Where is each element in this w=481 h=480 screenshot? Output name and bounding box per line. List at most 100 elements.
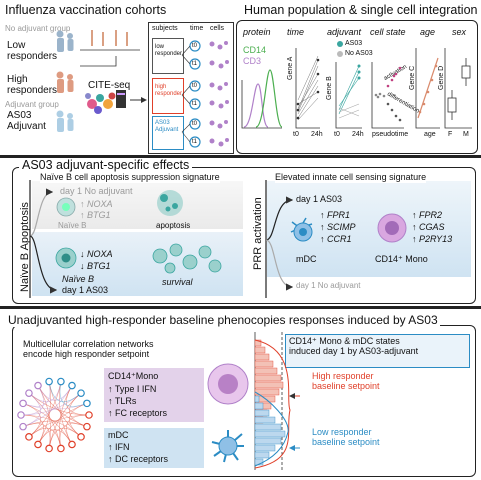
network-node [83, 399, 91, 408]
effects-title: AS03 adjuvant-specific effects [19, 158, 193, 172]
naive-b-label: Naïve B [62, 274, 95, 284]
network-edge [48, 381, 82, 403]
naive-b-grey-label: Naïve B [58, 221, 87, 230]
network-node [77, 433, 85, 441]
histogram-bar-low [254, 395, 260, 403]
mono-icon [377, 213, 407, 243]
fpr2: ↑ FPR2 [412, 210, 443, 220]
mono-label: CD14⁺ Mono [375, 254, 428, 264]
mono-box [104, 368, 204, 422]
network-node [19, 399, 27, 408]
survival-label: survival [162, 277, 193, 287]
apoptosis-label: apoptosis [156, 221, 191, 230]
high-tag: high responder [155, 84, 183, 97]
t1-as03: t1 [192, 139, 198, 145]
network-node [25, 389, 33, 397]
down-noxa: ↓ NOXA [80, 249, 113, 259]
network-node [85, 411, 93, 419]
low-subject-box [152, 38, 184, 74]
mdc-label: mDC [296, 254, 317, 264]
network-node [45, 377, 53, 386]
col-time: time [190, 25, 204, 32]
down-btg1: ↓ BTG1 [80, 261, 111, 271]
as03-adjuvant-label: AS03 Adjuvant [7, 110, 46, 132]
r-day1-noadj-label: day 1 No adjuvant [296, 281, 361, 290]
up-btg1-grey: ↑ BTG1 [80, 210, 111, 220]
network-edge [22, 392, 41, 427]
network-node [68, 381, 76, 390]
mono-item-1: ↑ Type I IFN [108, 384, 157, 394]
sex-m: M [463, 131, 469, 138]
network-edge [37, 385, 73, 401]
t0-low: t0 [192, 43, 198, 49]
histogram-bar-high [254, 360, 274, 368]
mdc-item-1: ↑ IFN [108, 442, 130, 452]
sex-f: F [448, 131, 453, 138]
network-edge [69, 392, 88, 427]
p2ry13: ↑ P2RY13 [412, 234, 453, 244]
low-responders-label: Low responders [7, 40, 58, 62]
as03-tag: AS03 Adjuvant [155, 120, 179, 133]
col-cells: cells [210, 25, 225, 32]
histogram-bar-high [254, 367, 278, 375]
up-noxa-grey: ↑ NOXA [80, 199, 113, 209]
network-node [17, 411, 25, 419]
as03-subject-box [152, 116, 184, 150]
histogram-bar-low [254, 409, 270, 417]
histogram-bar-high [254, 381, 284, 389]
mono-item-3: ↑ FC receptors [108, 408, 168, 418]
high-subject-box [152, 78, 184, 114]
histogram-bar-high [254, 374, 282, 382]
integration-title: Human population & single cell integrati… [244, 3, 478, 17]
adjuvant-group-label: Adjuvant group [5, 100, 59, 109]
right-title: Elevated innate cell sensing signature [275, 172, 427, 183]
col-subjects: subjects [152, 25, 178, 32]
time-label: time [287, 27, 305, 37]
cgas: ↑ CGAS [412, 222, 445, 232]
apoptosis-icon [157, 190, 183, 216]
correlation-network [20, 381, 90, 449]
mdc-heading: mDC [108, 430, 129, 440]
induced-box [285, 334, 470, 368]
survival-cells-icon [152, 243, 222, 274]
histogram-bar-low [254, 444, 276, 452]
network-node [83, 422, 91, 431]
high-setpoint-label: High responder baseline setpoint [312, 371, 380, 391]
network-node [68, 440, 76, 449]
adjuvant-label: adjuvant [327, 27, 362, 37]
histogram-bar-low [254, 416, 276, 424]
network-title: Multicellular correlation networks encod… [23, 339, 154, 359]
low-tag: low responder [155, 44, 183, 57]
as03-legend: AS03 [345, 40, 363, 47]
histogram-bar-high [254, 339, 262, 347]
histogram-bar-low [254, 451, 270, 459]
ccr1: ↑ CCR1 [320, 234, 352, 244]
t0-axis-a: t0 [293, 131, 299, 138]
histogram-bar-low [254, 437, 282, 445]
naive-b-grey-icon [56, 197, 76, 217]
t0-as03: t0 [192, 121, 198, 127]
mdc-box [104, 428, 204, 468]
mdc-item-2: ↑ DC receptors [108, 454, 169, 464]
mono-heading: CD14⁺Mono [108, 371, 159, 381]
network-node [57, 377, 65, 386]
network-edge [37, 403, 88, 445]
24h-axis-b: 24h [352, 131, 364, 138]
day1-as03-label: day 1 AS03 [62, 285, 109, 295]
protein-label: protein [243, 27, 271, 37]
network-edge [48, 392, 82, 449]
scimp: ↑ SCIMP [320, 222, 356, 232]
mdc-icon [290, 217, 313, 242]
mono-large-icon [207, 363, 249, 405]
cd14-label: CD14 [243, 45, 267, 55]
network-edge [28, 381, 62, 403]
network-edge [22, 403, 41, 438]
age-axis: age [424, 131, 436, 138]
network-node [45, 444, 53, 453]
integration-panel [236, 20, 478, 154]
24h-axis-a: 24h [311, 131, 323, 138]
t1-high: t1 [192, 101, 198, 107]
